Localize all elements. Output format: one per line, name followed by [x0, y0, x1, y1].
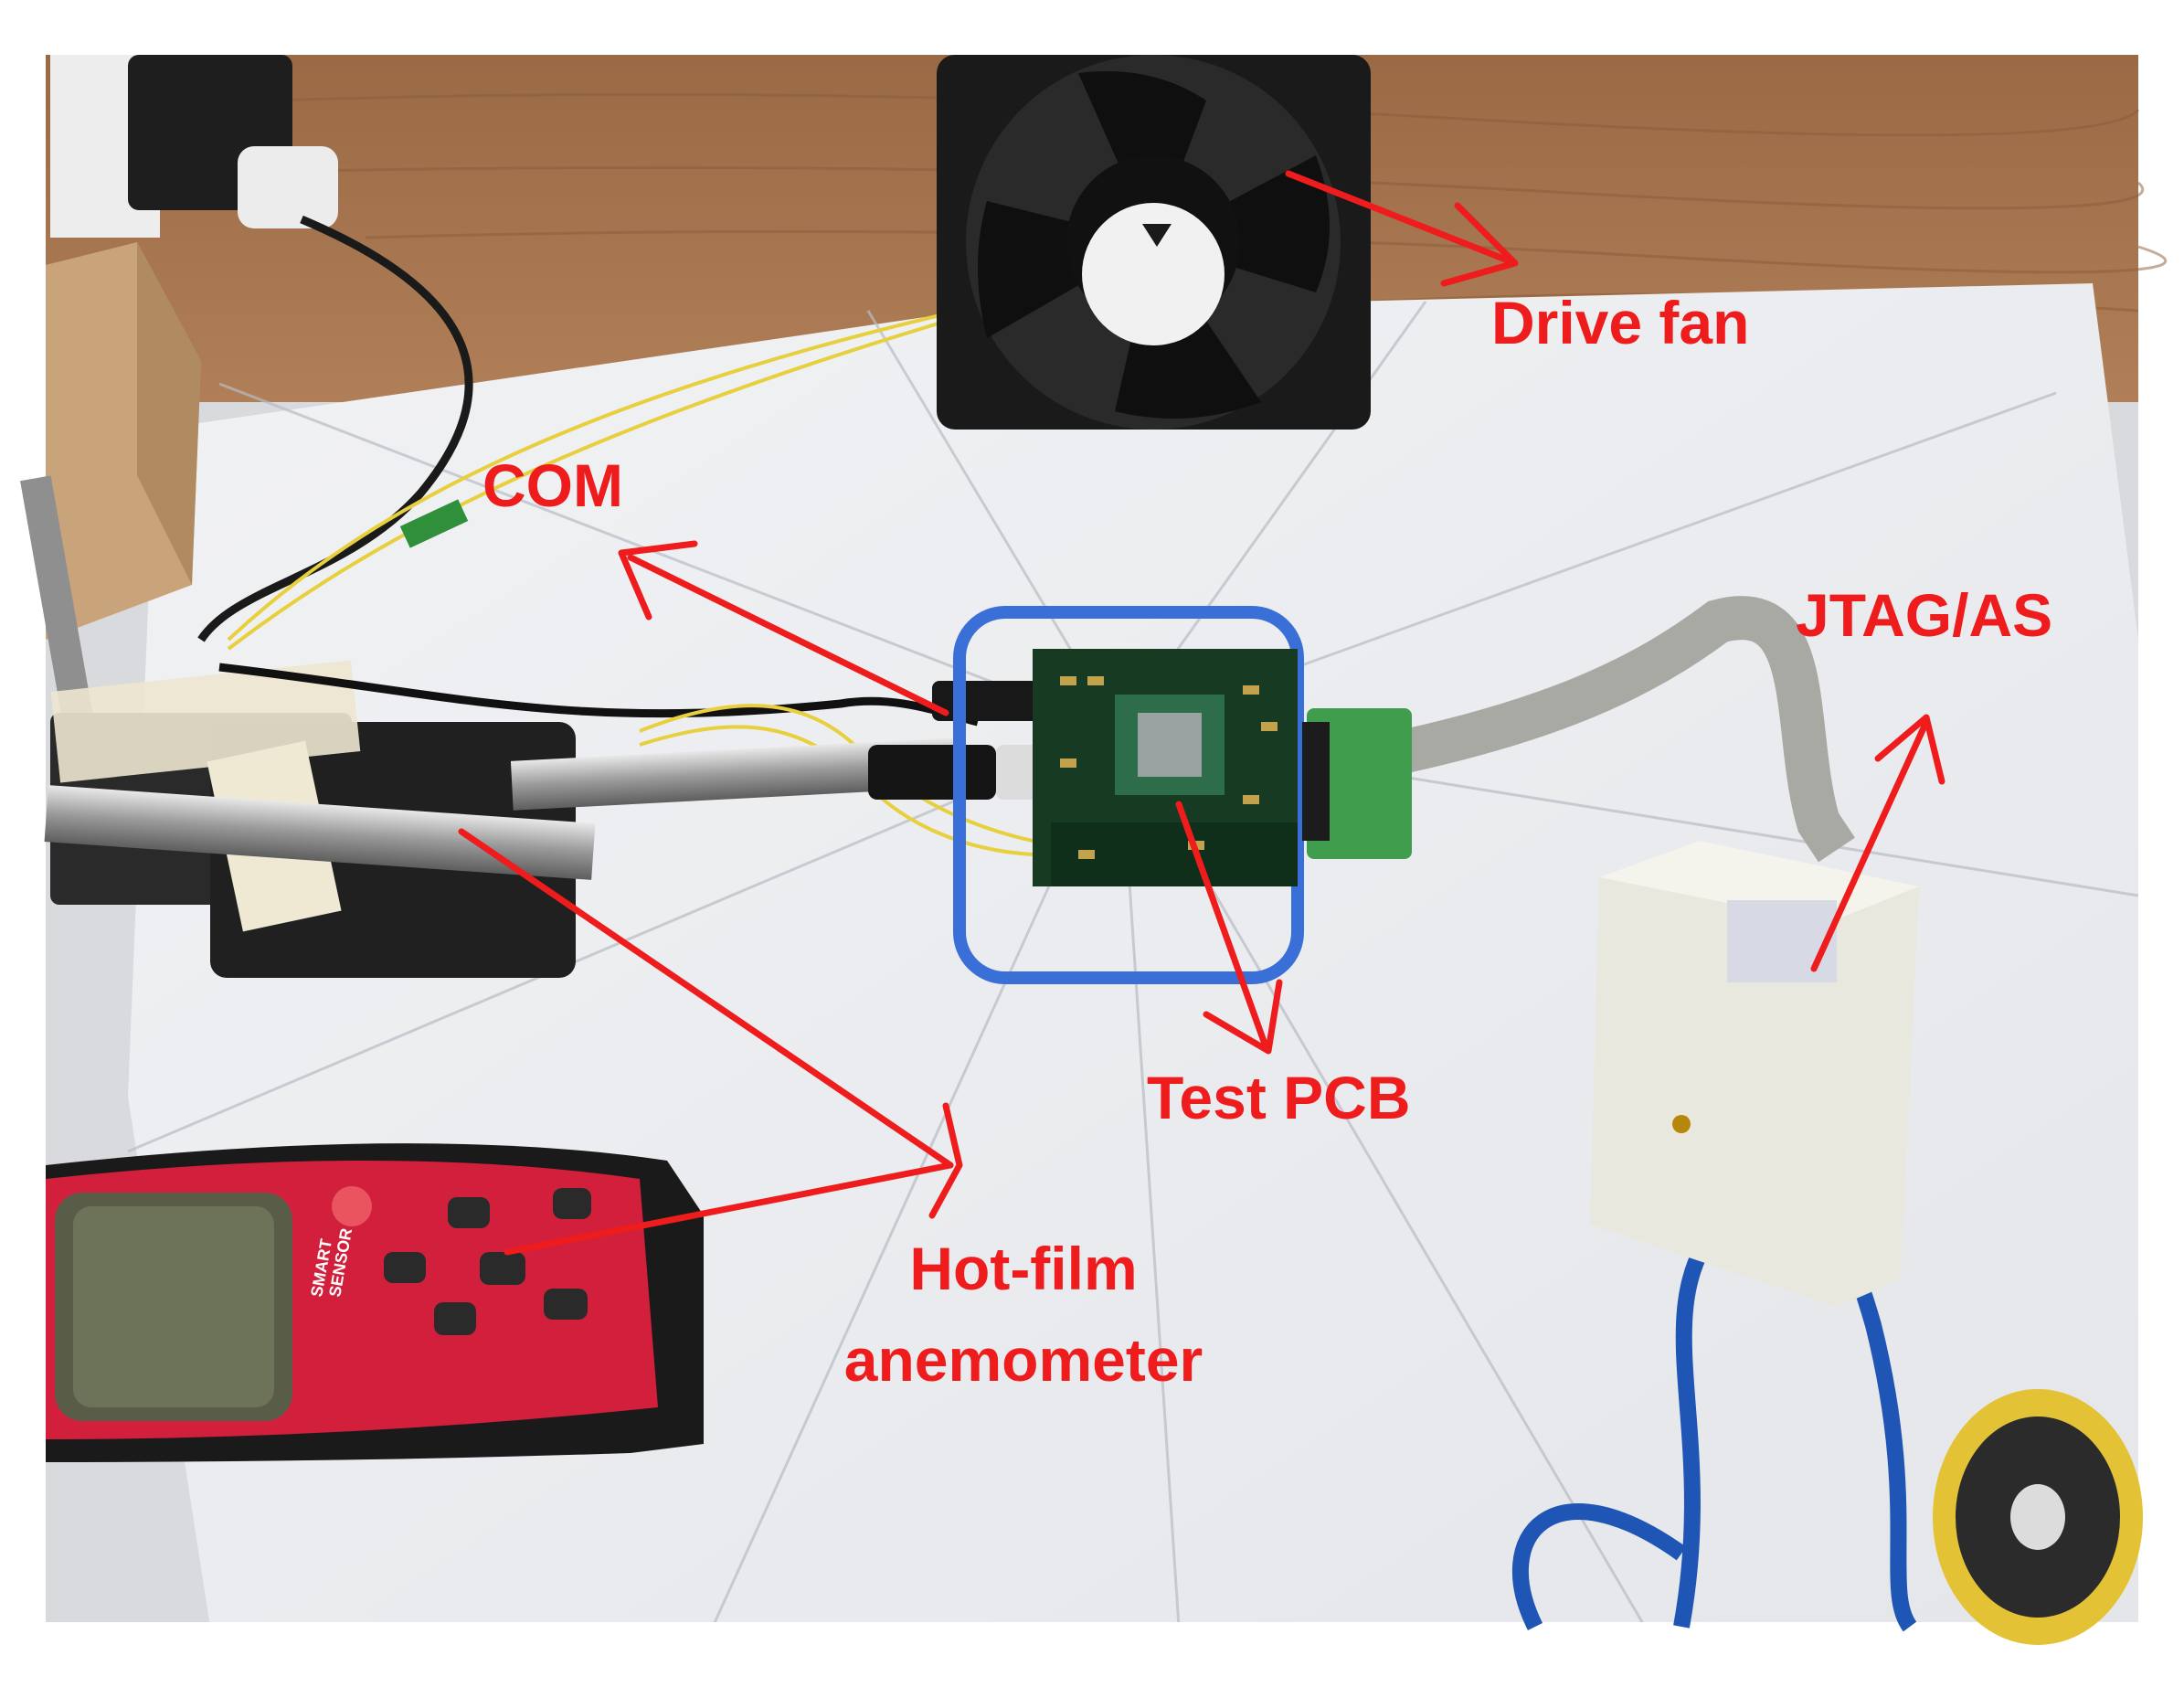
annotation-arrows — [458, 170, 1945, 1256]
arrow-icon — [618, 540, 949, 716]
label-jtag-as: JTAG/AS — [1796, 581, 2053, 649]
label-hot-film-line2: anemometer — [843, 1326, 1203, 1394]
power-button-icon — [332, 1186, 372, 1226]
test-pcb-assembly — [953, 606, 1412, 984]
cd-disc — [1933, 1389, 2143, 1645]
arrow-icon — [1175, 801, 1283, 1055]
label-drive-fan: Drive fan — [1491, 289, 1750, 356]
cables — [218, 309, 1917, 1632]
jtag-adapter-board — [1307, 708, 1412, 859]
drive-fan — [937, 55, 1371, 430]
label-hot-film-line1: Hot-film — [909, 1235, 1138, 1302]
label-test-pcb: Test PCB — [1147, 1064, 1411, 1131]
arrow-icon — [1285, 170, 1519, 287]
label-com: COM — [482, 451, 623, 519]
jtag-programmer — [1590, 841, 1919, 1307]
handheld-anemometer: SMART SENSOR — [46, 1143, 704, 1462]
fan-label-sticker — [1082, 203, 1225, 345]
arrow-icon — [1810, 714, 1945, 972]
fan-logo-icon — [1142, 224, 1172, 247]
arrow-icon — [458, 828, 963, 1256]
